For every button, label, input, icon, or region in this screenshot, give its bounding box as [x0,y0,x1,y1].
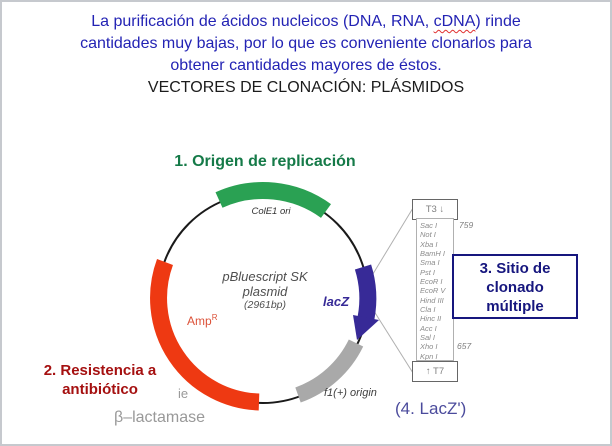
amp-superscript-r: R [211,313,218,322]
plasmid-size-label: (2961bp) [243,299,287,311]
restriction-site: EcoR V [420,286,446,296]
plasmid-name-line2: plasmid [242,284,288,299]
position-759-label: 759 [459,220,474,230]
beta-lactamase-label: β–lactamase [114,409,206,426]
restriction-site: BamH I [420,249,446,259]
f1-origin-label: f1(+) origin [324,387,377,399]
restriction-site: Hind III [420,295,444,305]
restriction-site: Kpn I [420,351,438,361]
restriction-site: Cla I [420,305,436,315]
intro-line1-pre: La purificación de ácidos nucleicos (DNA… [91,13,434,30]
annotation-lacz-prime: (4. LacZ') [395,399,467,418]
ampr-gene-arc [150,259,260,411]
annotation-antibiotic-resistance: 2. Resistencia a antibiótico [24,361,176,399]
intro-cdna-misspelled: cDNA [433,13,476,30]
mcs-box-line1: 3. Sitio de [479,260,551,277]
position-657-label: 657 [457,341,472,351]
covered-text-fragment: ie [178,386,189,401]
amp-label-text: Amp [187,314,212,328]
restriction-site: Pst I [420,267,436,277]
annotation-antibiotic-line1: 2. Resistencia a [43,362,157,379]
mcs-box-line2: clonado [486,279,544,296]
mcs-box-line3: múltiple [486,298,544,315]
restriction-site: Not I [420,230,436,240]
cole1-ori-label: ColE1 ori [251,206,291,217]
annotation-antibiotic-line2: antibiótico [62,381,138,398]
plasmid-name-line1: pBluescript SK [222,269,308,284]
restriction-site-list: Sac I Not I Xba I BamH I Sma I Pst I Eco… [416,218,454,361]
amp-resistance-label: AmpR [187,313,217,328]
lacz-gene-label: lacZ [323,294,350,309]
intro-line-1: La purificación de ácidos nucleicos (DNA… [2,11,610,33]
restriction-site: Sal I [420,333,436,343]
t7-promoter-box: ↑ T7 [412,361,458,382]
restriction-site: Hinc II [420,314,442,324]
restriction-site: Xho I [420,342,438,352]
f1-origin-arc [295,339,364,403]
intro-line-3: obtener cantidades mayores de éstos. [170,57,442,74]
annotation-multiple-cloning-site-box: 3. Sitio de clonado múltiple [452,254,578,319]
intro-line1-post: ) rinde [475,13,521,30]
t3-promoter-box: T3 ↓ [412,199,458,220]
lacz-arrowhead-icon [353,315,379,340]
cole1-ori-arc [215,182,331,218]
restriction-site: Xba I [420,239,438,249]
plasmid-name-label: pBluescript SK plasmid (2961bp) [205,269,325,312]
intro-line-2: cantidades muy bajas, por lo que es conv… [80,35,532,52]
slide-subtitle: VECTORES DE CLONACIÓN: PLÁSMIDOS [147,79,465,96]
annotation-origin-of-replication: 1. Origen de replicación [174,153,356,170]
restriction-site: EcoR I [420,277,443,287]
restriction-site: Sac I [420,221,438,230]
restriction-site: Sma I [420,258,440,268]
lacz-gene-arc [354,264,377,320]
intro-paragraph: La purificación de ácidos nucleicos (DNA… [2,11,610,99]
restriction-site: Acc I [420,323,437,333]
